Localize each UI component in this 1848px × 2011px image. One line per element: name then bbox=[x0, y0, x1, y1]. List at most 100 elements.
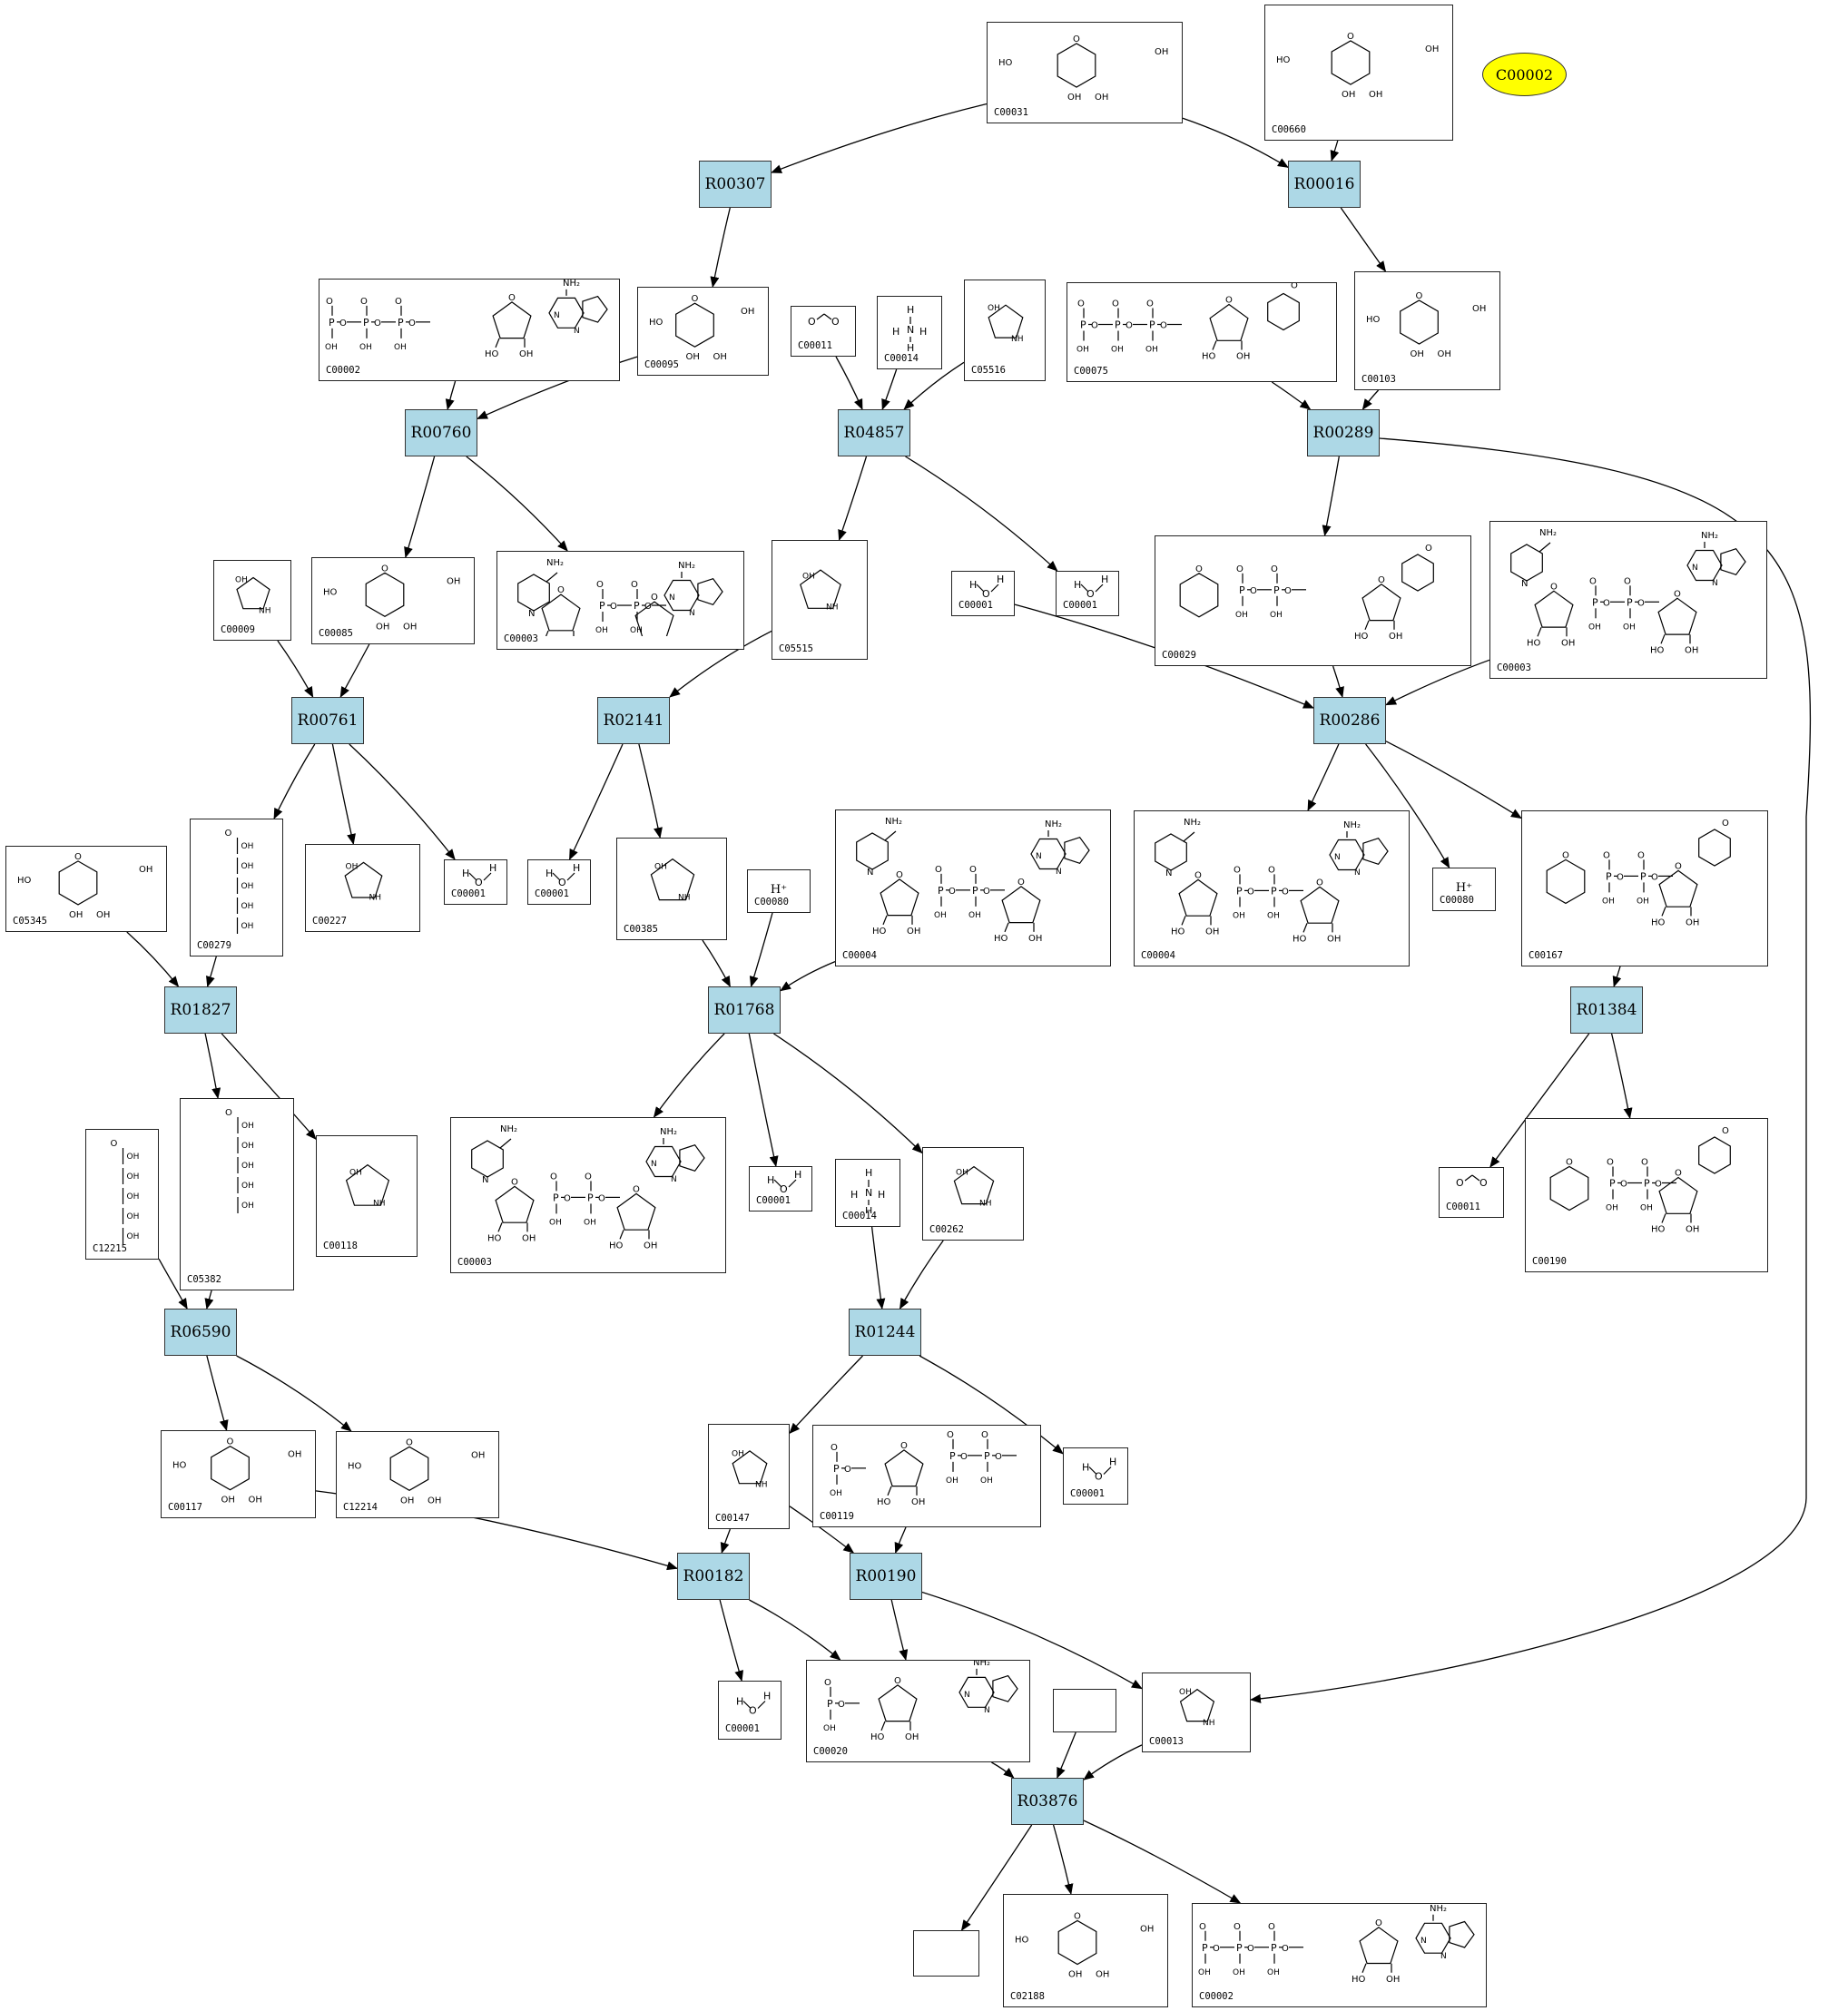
compound-node-c00080b[interactable]: H⁺C00080 bbox=[1432, 868, 1496, 911]
reaction-node-r04857[interactable]: R04857 bbox=[838, 409, 910, 456]
reaction-node-r00016[interactable]: R00016 bbox=[1288, 161, 1361, 208]
reaction-node-r00190[interactable]: R00190 bbox=[850, 1553, 922, 1600]
reaction-node-r01384[interactable]: R01384 bbox=[1570, 986, 1643, 1034]
svg-text:OH: OH bbox=[686, 352, 700, 362]
svg-text:O: O bbox=[1651, 872, 1658, 882]
svg-text:O: O bbox=[1603, 598, 1610, 608]
svg-text:OH: OH bbox=[447, 576, 460, 586]
svg-text:O: O bbox=[947, 1430, 954, 1440]
svg-text:H: H bbox=[767, 1174, 774, 1186]
reaction-node-r00286[interactable]: R00286 bbox=[1313, 697, 1386, 744]
svg-text:N: N bbox=[482, 1175, 488, 1185]
reaction-node-r00182[interactable]: R00182 bbox=[677, 1553, 750, 1600]
svg-text:N: N bbox=[574, 327, 580, 336]
svg-text:N: N bbox=[1165, 868, 1172, 878]
reaction-node-r01244[interactable]: R01244 bbox=[849, 1309, 921, 1356]
reaction-node-r00289[interactable]: R00289 bbox=[1307, 409, 1380, 456]
svg-text:NH: NH bbox=[755, 1481, 768, 1490]
reaction-node-r01768[interactable]: R01768 bbox=[708, 986, 781, 1034]
compound-node-blank1[interactable] bbox=[1053, 1689, 1116, 1732]
svg-text:OH: OH bbox=[241, 902, 254, 911]
reaction-node-r03876[interactable]: R03876 bbox=[1011, 1778, 1084, 1825]
svg-text:O: O bbox=[1236, 564, 1243, 574]
svg-text:OH: OH bbox=[1588, 623, 1601, 632]
svg-text:OH: OH bbox=[1369, 90, 1382, 100]
reaction-node-r01827[interactable]: R01827 bbox=[164, 986, 237, 1034]
svg-text:O: O bbox=[780, 1183, 788, 1195]
edge-c12215-r06590 bbox=[158, 1258, 188, 1310]
reaction-node-r00760[interactable]: R00760 bbox=[405, 409, 477, 456]
reaction-node-r00761[interactable]: R00761 bbox=[291, 697, 364, 744]
svg-text:NH₂: NH₂ bbox=[546, 558, 564, 568]
compound-node-c00080a[interactable]: H⁺C00080 bbox=[747, 869, 811, 913]
svg-text:O: O bbox=[981, 1430, 988, 1440]
highlight-compound-c00002[interactable]: C00002 bbox=[1482, 53, 1567, 96]
reaction-node-r02141[interactable]: R02141 bbox=[597, 697, 670, 744]
compound-node-blank2[interactable] bbox=[913, 1930, 979, 1977]
svg-text:O: O bbox=[1607, 1158, 1614, 1168]
compound-id-label: C00103 bbox=[1361, 374, 1396, 385]
svg-text:O: O bbox=[896, 870, 903, 880]
svg-text:OH: OH bbox=[428, 1496, 441, 1505]
svg-text:OH: OH bbox=[394, 343, 407, 352]
edge-c00020-r03876 bbox=[991, 1761, 1015, 1779]
edge-r02141-c00001d bbox=[568, 743, 624, 860]
edge-c05515-r02141 bbox=[669, 630, 772, 698]
svg-text:NH: NH bbox=[373, 1199, 386, 1208]
reaction-node-r06590[interactable]: R06590 bbox=[164, 1309, 237, 1356]
svg-text:O: O bbox=[1620, 1180, 1627, 1190]
reaction-node-r00307[interactable]: R00307 bbox=[699, 161, 772, 208]
edge-r03876-c02188 bbox=[1052, 1824, 1074, 1895]
svg-text:OH: OH bbox=[1623, 623, 1636, 632]
